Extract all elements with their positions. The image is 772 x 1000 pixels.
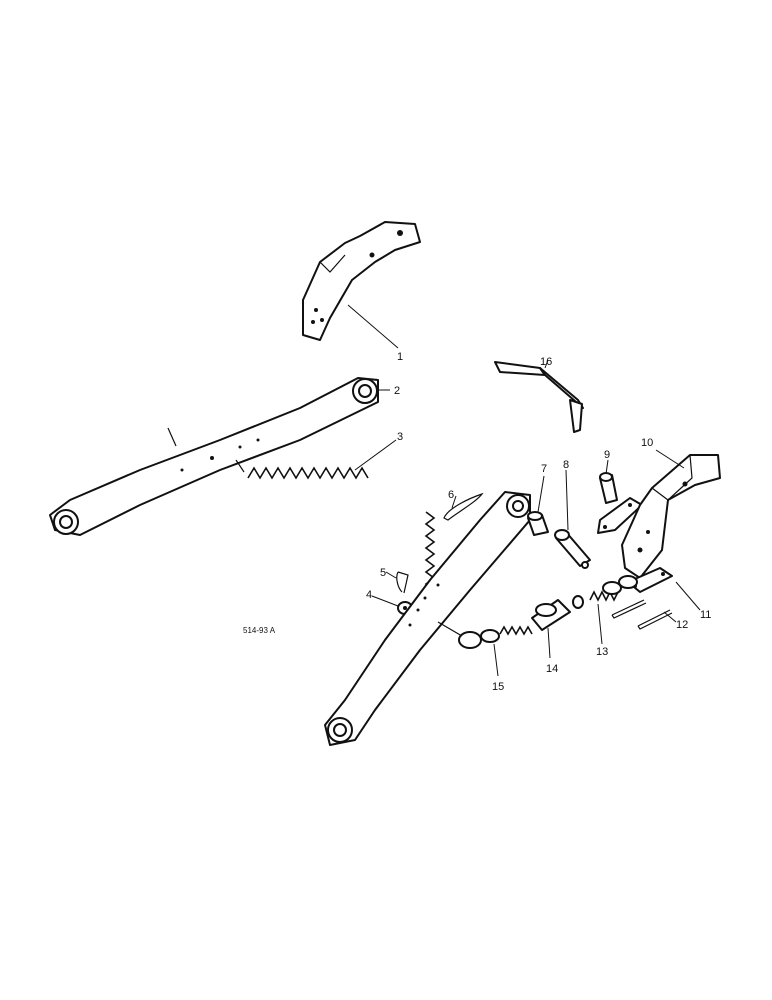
callout-2: 2 — [394, 385, 400, 397]
callout-7: 7 — [541, 463, 547, 475]
callout-1: 1 — [397, 351, 403, 363]
callout-8: 8 — [563, 459, 569, 471]
pin-part-9 — [599, 472, 618, 504]
callout-5: 5 — [380, 567, 386, 579]
callout-13: 13 — [596, 646, 608, 658]
threaded-end-part-13 — [572, 590, 619, 609]
callout-4: 4 — [366, 589, 372, 601]
bushing-part-7 — [527, 511, 549, 536]
pin-part-8 — [554, 529, 591, 569]
clip-part-6 — [443, 492, 484, 521]
callout-16: 16 — [540, 356, 552, 368]
angle-bracket-part-16 — [494, 361, 584, 433]
callout-14: 14 — [546, 663, 558, 675]
lower-link-arm-left — [49, 377, 379, 536]
cotter-pin-part-12 — [611, 599, 673, 630]
leader-lines — [347, 304, 701, 677]
drawing-reference-code: 514-93 A — [243, 626, 276, 635]
callout-10: 10 — [641, 437, 653, 449]
threaded-end-part-15 — [437, 621, 533, 649]
pivot-plate — [597, 497, 643, 534]
callout-6: 6 — [448, 489, 454, 501]
lower-link-arm-right — [324, 491, 531, 746]
callout-12: 12 — [676, 619, 688, 631]
callout-labels: 1 2 3 4 5 6 7 8 9 10 11 12 13 14 15 16 — [366, 351, 711, 693]
bracket-part-10 — [621, 454, 721, 579]
callout-11: 11 — [700, 609, 711, 621]
turnbuckle-right-end — [602, 575, 638, 595]
linch-pin-part-5 — [396, 571, 409, 594]
callout-15: 15 — [492, 681, 504, 693]
spring-part-3 — [247, 466, 369, 480]
callout-9: 9 — [604, 449, 610, 461]
callout-3: 3 — [397, 431, 403, 443]
bracket-part-1 — [302, 221, 421, 341]
turnbuckle-tube-part-14 — [531, 599, 571, 631]
